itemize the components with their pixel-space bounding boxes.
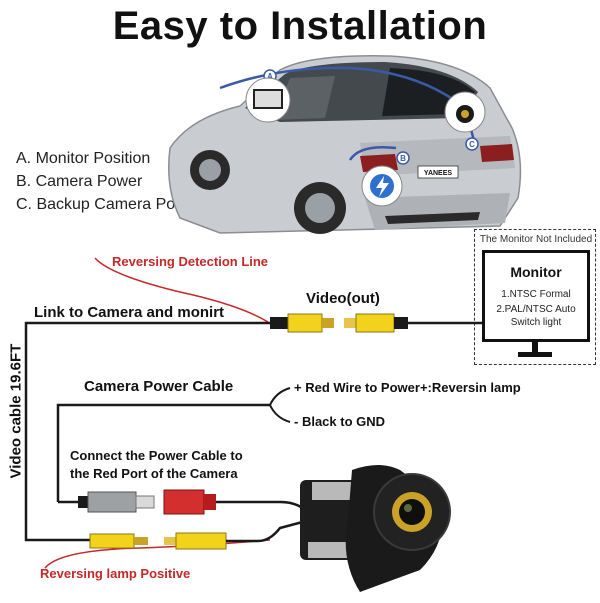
video-cable	[24, 330, 90, 542]
label-connect-power-1: Connect the Power Cable to	[70, 448, 243, 463]
power-bolt-icon	[376, 176, 389, 197]
marker-c: C	[469, 140, 475, 149]
reversing-rca-male	[89, 533, 148, 549]
legend-item-a: A. Monitor Position	[16, 150, 151, 167]
reversing-detection-callout	[94, 257, 269, 323]
page-title: Easy to Installation	[112, 4, 488, 48]
marker-b: B	[400, 154, 406, 163]
label-reversing-lamp-positive: Reversing lamp Positive	[40, 566, 191, 581]
label-video-cable: Video cable 19.6FT	[7, 343, 25, 479]
monitor-spec-1: 1.NTSC Formal	[501, 289, 571, 300]
label-link-to-camera: Link to Camera and monirt	[34, 304, 225, 321]
legend-item-c: C. Backup Camera Position	[16, 196, 213, 213]
label-video-out: Video(out)	[306, 290, 380, 307]
car-illustration: YANEES A B C	[168, 55, 522, 234]
monitor-spec-2: 2.PAL/NTSC Auto	[496, 304, 576, 315]
power-plug-red	[163, 489, 311, 516]
label-camera-power-cable: Camera Power Cable	[84, 378, 234, 395]
video-out-rca-male	[270, 313, 334, 333]
backup-camera	[300, 465, 451, 592]
marker-a: A	[267, 72, 273, 81]
monitor-title: Monitor	[510, 264, 562, 280]
power-plug-black	[78, 491, 155, 513]
label-connect-power-2: the Red Port of the Camera	[70, 466, 238, 481]
monitor-icon	[253, 89, 283, 109]
label-reversing-detection-line: Reversing Detection Line	[112, 254, 269, 269]
reversing-lamp-callout	[44, 539, 271, 569]
monitor-dashed-box	[474, 229, 596, 365]
label-red-wire: + Red Wire to Power+:Reversin lamp	[294, 380, 521, 395]
camera-lens-icon	[461, 110, 469, 118]
monitor-frame	[482, 250, 590, 342]
label-black-gnd: - Black to GND	[294, 414, 386, 429]
power-cable	[56, 403, 270, 502]
car-plate: YANEES	[424, 170, 452, 177]
reversing-rca-female	[164, 518, 311, 550]
legend-item-b: B. Camera Power	[16, 173, 143, 190]
monitor-spec-3: Switch light	[510, 317, 562, 328]
monitor-note: The Monitor Not Included	[479, 234, 593, 245]
video-out-rca-female	[344, 313, 408, 333]
